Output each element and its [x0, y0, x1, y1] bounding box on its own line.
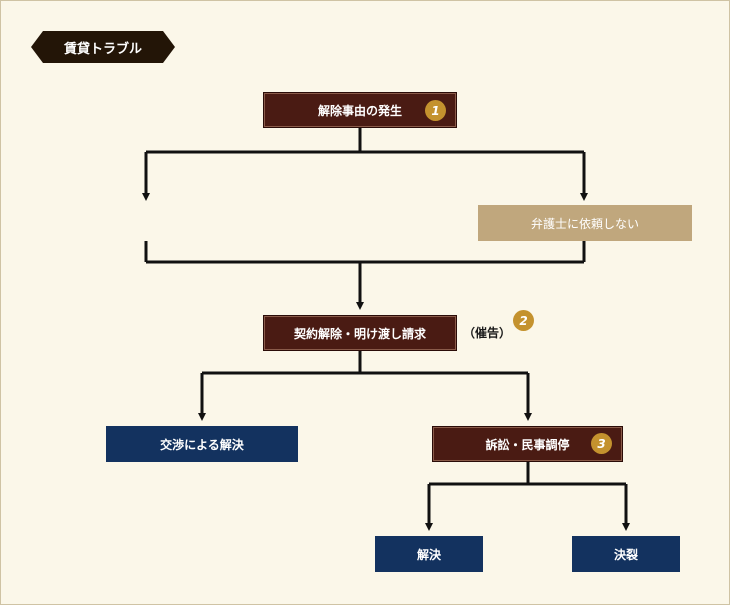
node-negotiation-label: 交渉による解決 — [160, 437, 244, 452]
node-resolved-label: 解決 — [416, 547, 441, 562]
title-tag: 賃貸トラブル — [31, 31, 175, 63]
node-occurrence-label: 解除事由の発生 — [317, 103, 402, 118]
node-litigation-label: 訴訟・民事調停 — [485, 437, 570, 452]
node-breakdown: 決裂 — [572, 536, 680, 572]
step-badge-3: 3 — [591, 433, 612, 454]
node-no-lawyer: 弁護士に依頼しない — [478, 205, 692, 241]
step-badge-2: 2 — [513, 310, 534, 331]
node-termination-label: 契約解除・明け渡し請求 — [293, 326, 426, 341]
demand-note: （催告） — [463, 326, 512, 340]
node-breakdown-label: 決裂 — [613, 547, 638, 562]
step-badge-1: 1 — [425, 100, 446, 121]
node-negotiation: 交渉による解決 — [106, 426, 298, 462]
node-occurrence: 解除事由の発生 — [263, 92, 457, 128]
node-resolved: 解決 — [375, 536, 483, 572]
node-no-lawyer-label: 弁護士に依頼しない — [530, 216, 639, 231]
node-termination: 契約解除・明け渡し請求 — [263, 315, 457, 351]
node-litigation: 訴訟・民事調停 — [432, 426, 623, 462]
